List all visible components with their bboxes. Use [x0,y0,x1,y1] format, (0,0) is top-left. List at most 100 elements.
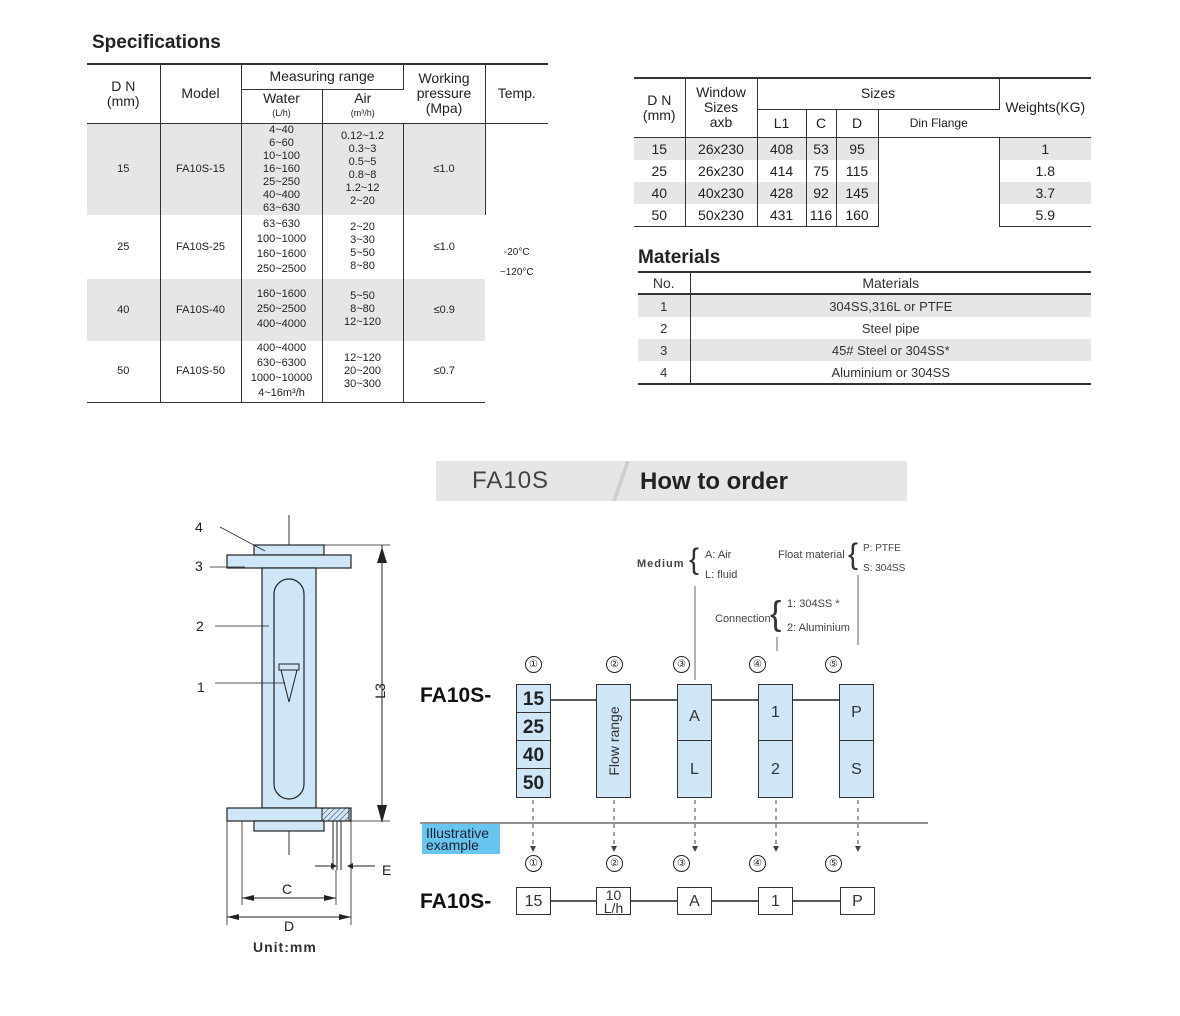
connection-one: 1: 304SS * [787,598,840,610]
medium-label: Medium [637,558,685,570]
sizes-c: 75 [806,159,837,182]
example-flow-unit: L/h [603,900,624,916]
unit-label: Unit:mm [253,939,317,955]
connection-option-2: 2 [758,740,793,798]
materials-no: 3 [638,339,691,361]
illustrative-line-1: Illustrative [426,825,490,841]
spec-temp-value: -20°C [503,247,530,258]
flow-range-box: Flow range [596,684,631,798]
example-connection: 1 [758,887,793,915]
spec-air-value: 0.3~3 [348,143,377,155]
spec-model: FA10S-25 [160,214,242,279]
step-circle-4: ④ [749,656,766,673]
sizes-c: 53 [806,137,837,160]
example-float: P [840,887,875,915]
sizes-window: 26x230 [685,137,758,160]
spec-dn: 40 [87,278,161,341]
example-flow-value: 10 [605,887,622,903]
sizes-c: 92 [806,181,837,204]
specifications-title: Specifications [92,32,221,53]
spec-water-value: 10~100 [262,149,300,162]
drawing-label-3: 3 [195,558,203,574]
spec-water-value: 16~160 [262,162,300,175]
spec-dn: 25 [87,214,161,279]
sizes-d: 115 [836,159,879,182]
example-model-prefix: FA10S- [420,890,492,913]
spec-model: FA10S-15 [160,123,242,215]
dashed-connectors [532,800,859,848]
order-model-prefix: FA10S- [420,684,492,707]
dn-option-15: 15 [516,684,551,713]
spec-air-value: 0.5~5 [348,156,377,168]
sizes-window: 50x230 [685,203,758,227]
spec-water-value: 160~1600 [256,247,307,260]
spec-air-value: 5~50 [350,246,375,259]
spec-model: FA10S-40 [160,278,242,341]
example-medium: A [677,887,712,915]
dn-option-40: 40 [516,740,551,769]
step-circle-3: ③ [673,656,690,673]
dn-option-25: 25 [516,712,551,741]
float-top [278,663,300,671]
spec-air-value: 8~80 [350,259,375,272]
float-s: S: 304SS [863,563,906,574]
header-dn: D N(mm) [87,63,161,124]
header-air: Air (m³/h) [322,89,403,124]
leader-4 [219,526,266,552]
header-working-pressure: Working pressure (Mpa) [403,63,486,124]
connection-option-1: 1 [758,684,793,741]
medium-l: L: fluid [705,569,738,581]
float-cone [280,669,298,703]
sizes-weight: 3.7 [999,181,1091,204]
spec-air-value: 20~200 [343,364,381,377]
materials-no: 2 [638,317,691,339]
medium-option-a: A [677,684,712,741]
drawing-label-d: D [284,918,295,934]
sizes-header-d: D [836,109,879,138]
spec-air-value: 2~20 [350,195,375,207]
materials-title: Materials [638,247,721,268]
float-option-p: P [839,684,874,741]
flange-section [321,807,350,822]
top-cap [253,544,325,556]
float-brace: { [848,538,859,571]
sizes-weight: 1 [999,137,1091,160]
dn-option-50: 50 [516,768,551,798]
spec-air-value: 30~300 [343,377,381,390]
example-circle-3: ③ [673,855,690,872]
spec-air-value: 8~80 [350,303,375,315]
spec-water-value: 4~16m³/h [258,387,305,400]
spec-water-value: 4~40 [269,123,294,136]
spec-pressure: ≤1.0 [403,123,486,215]
spec-water-value: 1000~10000 [250,372,313,385]
spec-air-value: 3~30 [350,233,375,246]
spec-air-value: 2~20 [350,220,375,233]
example-flow: 10 L/h [596,887,631,915]
materials-header-materials: Materials [690,271,1091,295]
spec-air-value: 0.8~8 [348,169,377,181]
sizes-header-l1: L1 [757,109,807,138]
sizes-d: 95 [836,137,879,160]
flowmeter-drawing [210,515,390,925]
step-circle-1: ① [525,656,542,673]
spec-pressure: ≤0.9 [403,278,485,341]
spec-air-value: 12~120 [343,316,381,328]
example-circle-2: ② [606,855,623,872]
spec-pressure: ≤0.7 [403,340,485,403]
sizes-header-dn: D N(mm) [634,77,686,138]
sizes-window: 26x230 [685,159,758,182]
step-circle-5: ⑤ [825,656,842,673]
sizes-header-sizes: Sizes [757,77,1000,110]
spec-water-value: 6~60 [269,136,294,149]
